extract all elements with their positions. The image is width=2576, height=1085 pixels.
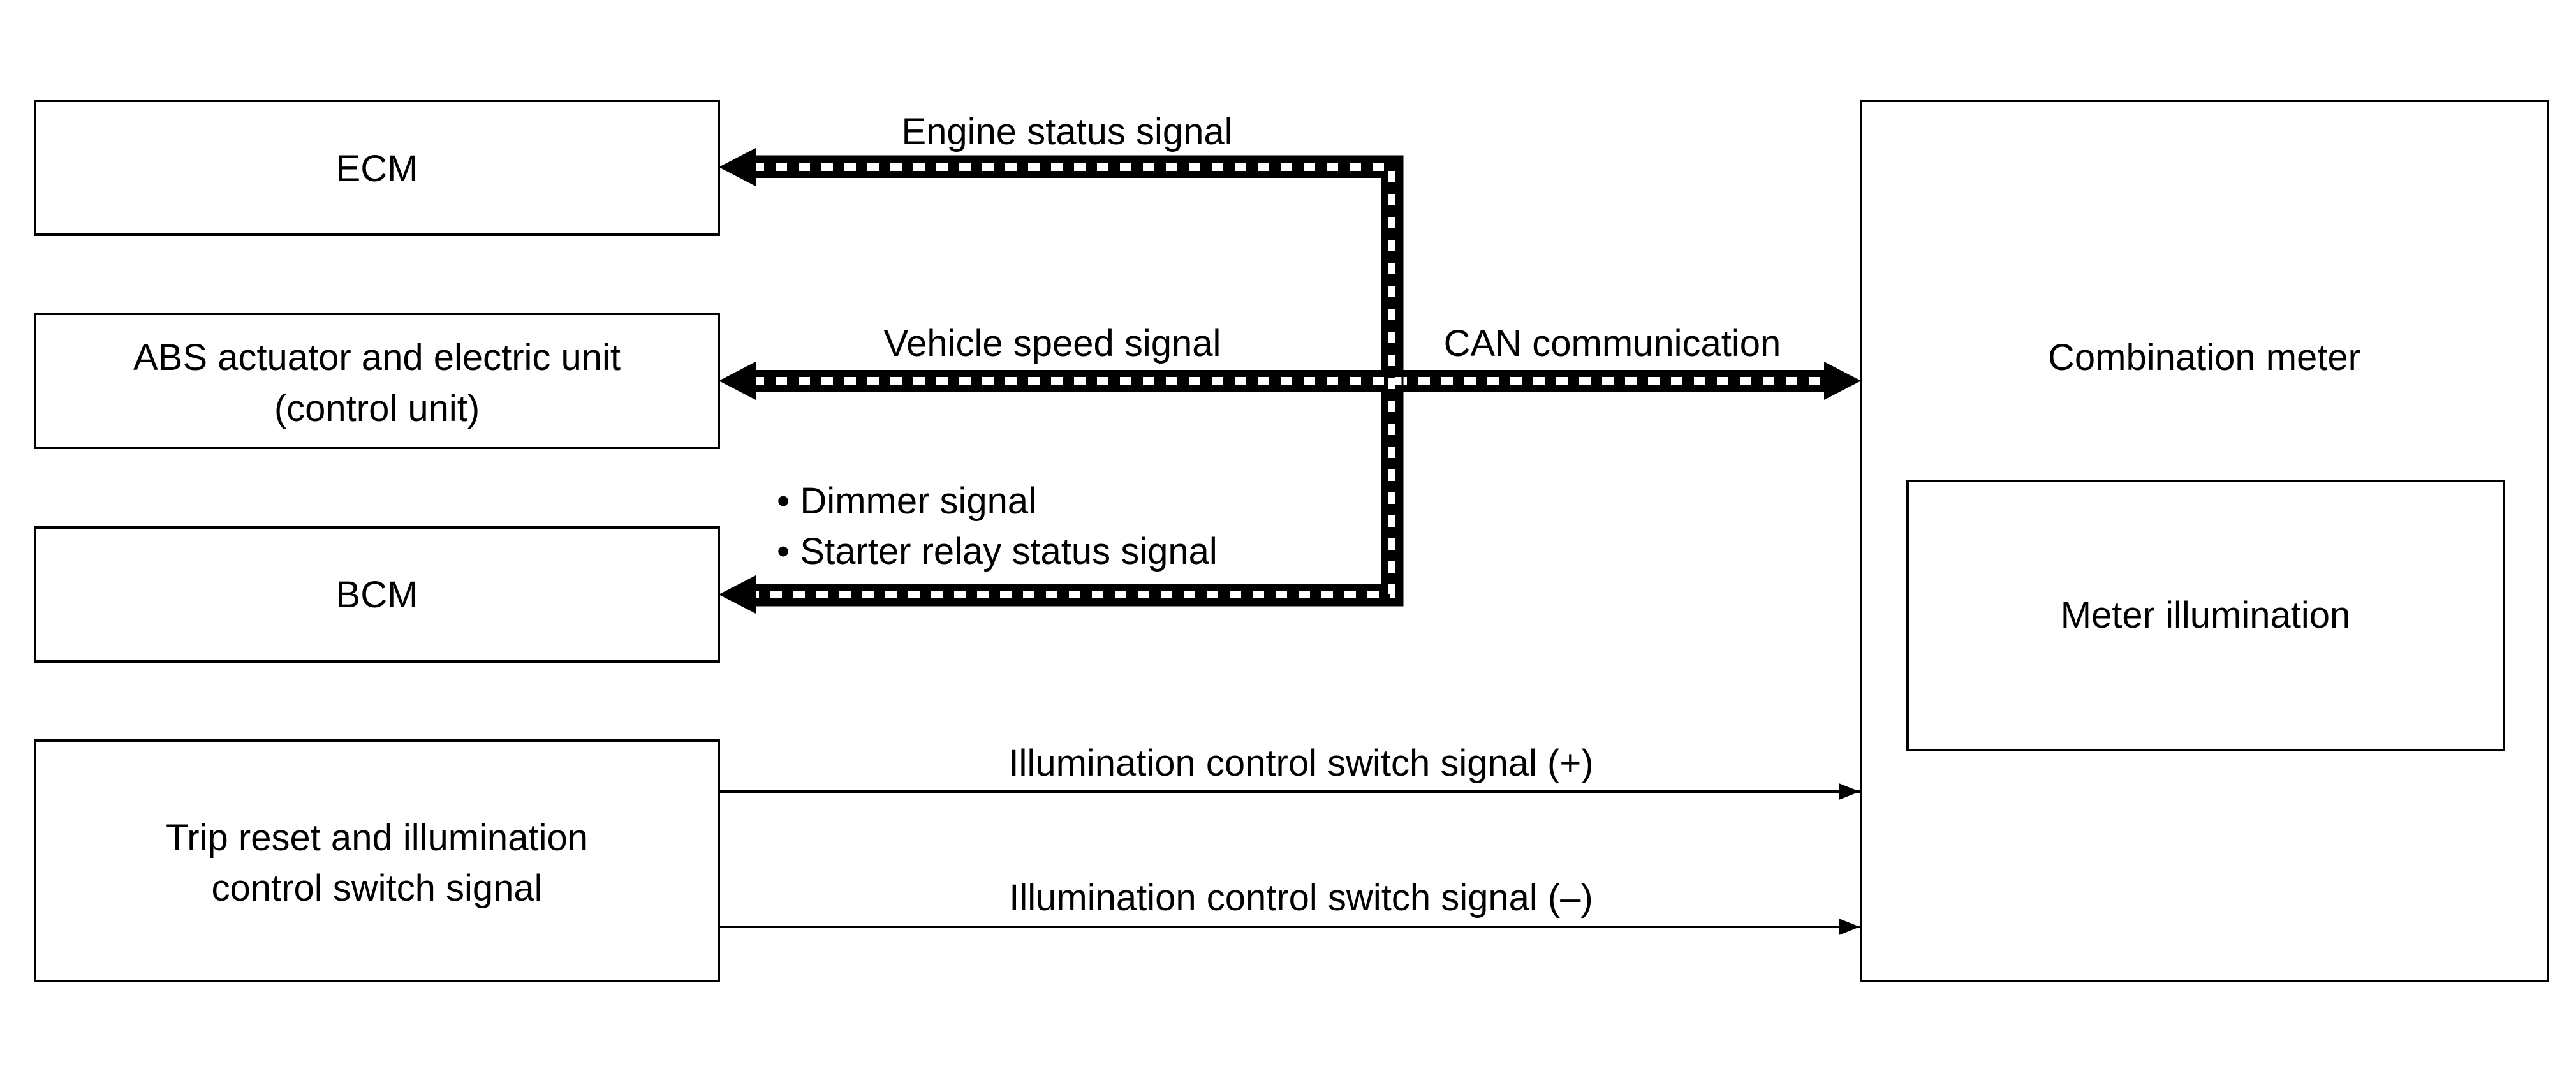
combination-meter-block: Combination meter Meter illumination <box>1860 100 2549 982</box>
engine-status-signal-label: Engine status signal <box>901 111 1232 152</box>
illumination-wires <box>719 783 1860 935</box>
arrow-to-combination-meter-icon <box>1824 362 1861 400</box>
ecm-label: ECM <box>336 148 418 189</box>
arrow-to-bcm-icon <box>719 575 756 614</box>
trip-reset-block: Trip reset and illumination control swit… <box>34 739 720 982</box>
arrow-to-ecm-icon <box>719 148 756 186</box>
can-communication-label: CAN communication <box>1444 323 1781 364</box>
trip-label-line2: control switch signal <box>212 867 543 909</box>
abs-label-line2: (control unit) <box>274 388 480 429</box>
arrow-to-abs-icon <box>719 362 756 400</box>
meter-illumination-block <box>1906 480 2505 751</box>
meter-illumination-label: Meter illumination <box>2061 594 2351 636</box>
trip-label-line1: Trip reset and illumination <box>166 817 588 859</box>
can-bus <box>753 155 1830 607</box>
dimmer-signal-label: • Dimmer signal <box>777 480 1036 522</box>
abs-block: ABS actuator and electric unit (control … <box>34 313 720 449</box>
abs-label-line1: ABS actuator and electric unit <box>133 337 621 378</box>
bcm-block: BCM <box>34 526 720 663</box>
illumination-plus-label: Illumination control switch signal (+) <box>1008 742 1593 784</box>
combination-meter-label: Combination meter <box>2048 337 2360 378</box>
ecm-block: ECM <box>34 100 720 236</box>
vehicle-speed-signal-label: Vehicle speed signal <box>884 323 1221 364</box>
can-arrowheads <box>719 148 1861 614</box>
starter-relay-signal-label: • Starter relay status signal <box>777 531 1218 572</box>
bcm-label: BCM <box>336 574 418 616</box>
illumination-minus-label: Illumination control switch signal (–) <box>1009 877 1593 919</box>
